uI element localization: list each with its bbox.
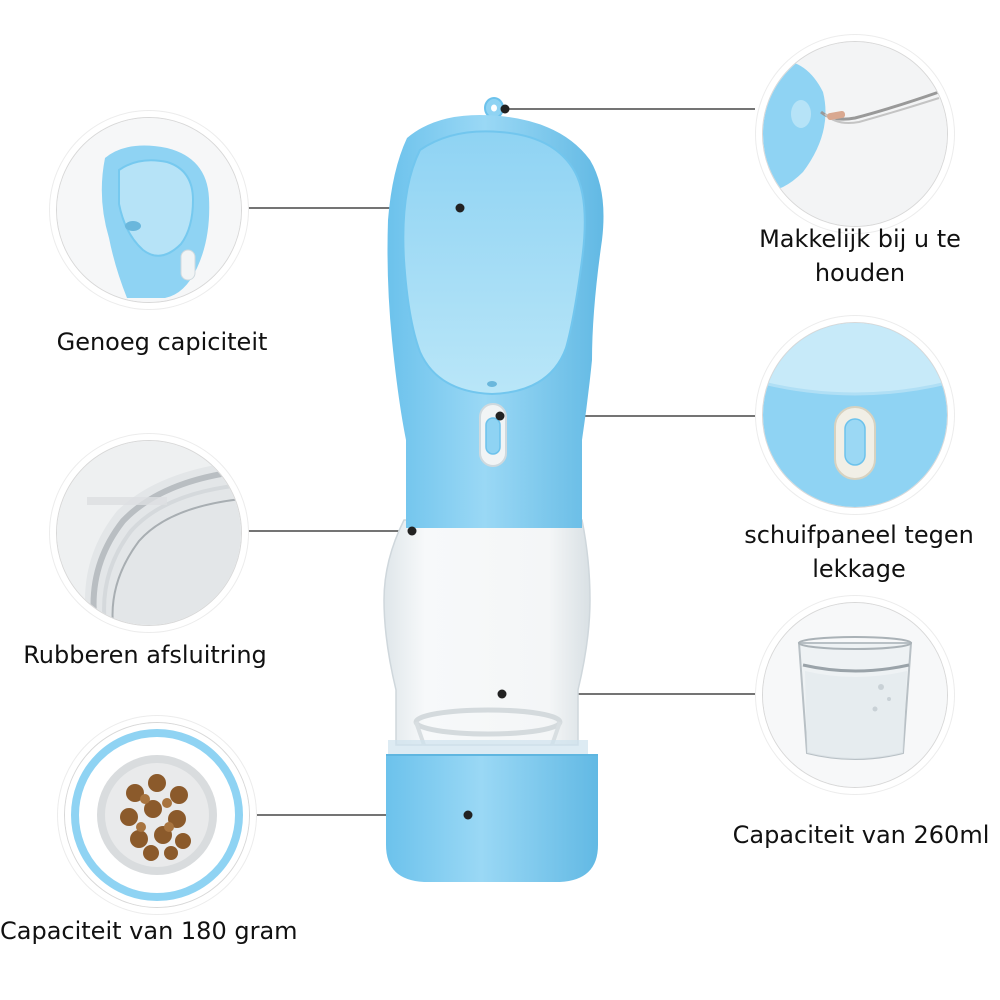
- lanyard-label-line2: houden: [814, 259, 906, 287]
- food-detail-photo: [64, 722, 250, 908]
- scoop-label: Genoeg capiciteit: [56, 328, 268, 356]
- slider-label-line1: schuifpaneel tegen: [744, 521, 974, 549]
- lanyard-label: Makkelijk bij u te houden: [720, 222, 1000, 290]
- food-label: Capaciteit van 180 gram: [0, 917, 298, 945]
- lanyard-detail-photo: [762, 41, 948, 227]
- seal-detail-photo: [56, 440, 242, 626]
- slider-detail-photo: [762, 322, 948, 508]
- seal-label: Rubberen afsluitring: [23, 641, 267, 669]
- lanyard-label-line1: Makkelijk bij u te: [759, 225, 961, 253]
- scoop-detail-photo: [56, 117, 242, 303]
- water-label: Capaciteit van 260ml: [732, 821, 990, 849]
- slider-label: schuifpaneel tegen lekkage: [718, 518, 1000, 586]
- water-detail-photo: [762, 602, 948, 788]
- slider-label-line2: lekkage: [812, 555, 906, 583]
